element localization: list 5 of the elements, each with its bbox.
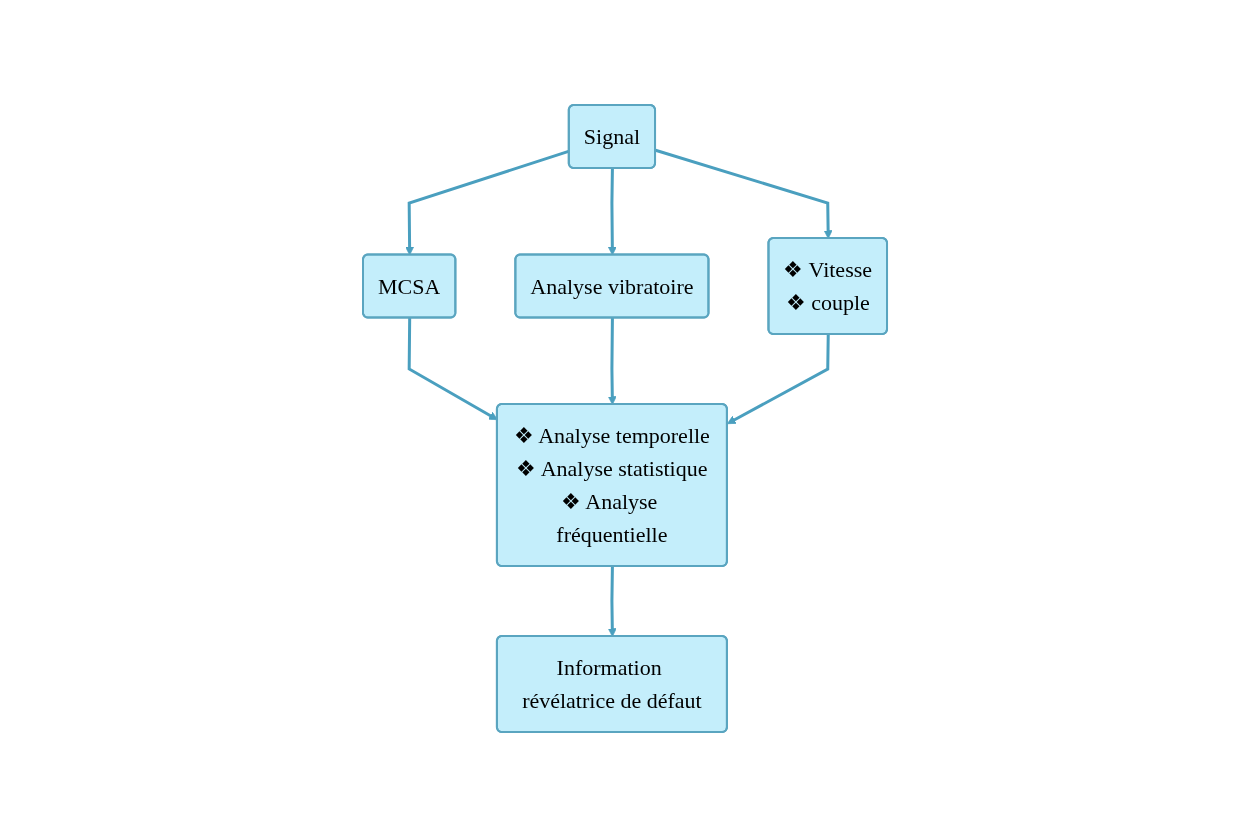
arrow [608, 565, 618, 637]
arrow [655, 148, 833, 239]
arrow [608, 317, 618, 405]
arrow [608, 167, 618, 255]
arrow [727, 333, 831, 424]
